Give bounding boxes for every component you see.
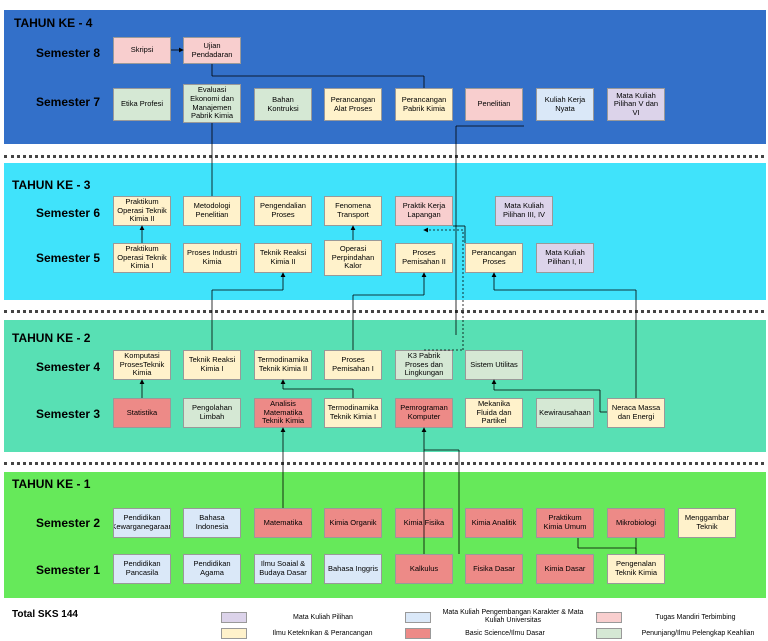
course-box: Pengendalian Proses	[254, 196, 312, 226]
course-box: Statistika	[113, 398, 171, 428]
legend-label: Penunjang/Ilmu Pelengkap Keahlian	[641, 630, 755, 637]
year3-title: TAHUN KE - 3	[12, 178, 91, 192]
course-box: Proses Pemisahan II	[395, 243, 453, 273]
course-box: Ilmu Soaial & Budaya Dasar	[254, 554, 312, 584]
legend-label: Ilmu Keteknikan & Perancangan	[272, 630, 373, 637]
course-box: Termodinamika Teknik Kimia I	[324, 398, 382, 428]
course-box: Praktik Kerja Lapangan	[395, 196, 453, 226]
course-box: Kimia Analitik	[465, 508, 523, 538]
course-box: Bahasa Indonesia	[183, 508, 241, 538]
semester1-label: Semester 1	[36, 563, 101, 577]
course-box: Teknik Reaksi Kimia I	[183, 350, 241, 380]
course-box: Termodinamika Teknik Kimia II	[254, 350, 312, 380]
course-box: Fenomena Transport	[324, 196, 382, 226]
year4-title: TAHUN KE - 4	[14, 16, 93, 30]
course-box: Kewirausahaan	[536, 398, 594, 428]
course-box: Mata Kuliah Pilihan III, IV	[495, 196, 553, 226]
semester4-label: Semester 4	[36, 360, 101, 374]
year2-band	[4, 320, 766, 452]
legend-swatch	[405, 612, 431, 623]
course-box: Mikrobiologi	[607, 508, 665, 538]
course-box: Kuliah Kerja Nyata	[536, 88, 594, 121]
legend-label: Tugas Mandiri Terbimbing	[655, 614, 736, 621]
course-box: Matematika	[254, 508, 312, 538]
course-box: Proses Pemisahan I	[324, 350, 382, 380]
course-box: Perancangan Pabrik Kimia	[395, 88, 453, 121]
semester2-label: Semester 2	[36, 516, 101, 530]
course-box: Ujian Pendadaran	[183, 37, 241, 64]
semester5-label: Semester 5	[36, 251, 101, 265]
course-box: Mekanika Fluida dan Partikel	[465, 398, 523, 428]
course-box: Skripsi	[113, 37, 171, 64]
total-sks: Total SKS 144	[12, 609, 78, 620]
legend-swatch	[596, 612, 622, 623]
semester6-label: Semester 6	[36, 206, 101, 220]
course-box: Kimia Fisika	[395, 508, 453, 538]
course-box: Analisis Matematika Teknik Kimia	[254, 398, 312, 428]
divider	[4, 310, 764, 313]
course-box: Pendidikan Pancasila	[113, 554, 171, 584]
course-box: Mata Kuliah Pilihan V dan VI	[607, 88, 665, 121]
divider	[4, 155, 764, 158]
semester7-label: Semester 7	[36, 95, 101, 109]
course-box: Perancangan Alat Proses	[324, 88, 382, 121]
course-box: Pengenalan Teknik Kimia	[607, 554, 665, 584]
legend-swatch	[596, 628, 622, 639]
legend-label: Mata Kuliah Pilihan	[293, 614, 353, 621]
course-box: Neraca Massa dan Energi	[607, 398, 665, 428]
course-box: Kimia Organik	[324, 508, 382, 538]
course-box: Pendidikan Kewarganegaraan	[113, 508, 171, 538]
course-box: Menggambar Teknik	[678, 508, 736, 538]
year1-title: TAHUN KE - 1	[12, 477, 91, 491]
legend-swatch	[221, 628, 247, 639]
legend-label: Mata Kuliah Pengembangan Karakter & Mata…	[442, 609, 584, 624]
course-box: Mata Kuliah Pilihan I, II	[536, 243, 594, 273]
course-box: Pengolahan Limbah	[183, 398, 241, 428]
course-box: Fisika Dasar	[465, 554, 523, 584]
course-box: Komputasi ProsesTeknik Kimia	[113, 350, 171, 380]
course-box: Praktikum Operasi Teknik Kimia I	[113, 243, 171, 273]
course-box: Praktikum Operasi Teknik Kimia II	[113, 196, 171, 226]
year2-title: TAHUN KE - 2	[12, 331, 91, 345]
course-box: Kalkulus	[395, 554, 453, 584]
course-box: Evaluasi Ekonomi dan Manajemen Pabrik Ki…	[183, 84, 241, 123]
course-box: Pemrograman Komputer	[395, 398, 453, 428]
course-box: Perancangan Proses	[465, 243, 523, 273]
year3-band	[4, 163, 766, 300]
legend-label: Basic Science/Ilmu Dasar	[465, 630, 545, 637]
semester3-label: Semester 3	[36, 407, 101, 421]
course-box: Teknik Reaksi Kimia II	[254, 243, 312, 273]
divider	[4, 462, 764, 465]
course-box: Bahan Kontruksi	[254, 88, 312, 121]
course-box: Kimia Dasar	[536, 554, 594, 584]
course-box: Pendidikan Agama	[183, 554, 241, 584]
course-box: Etika Profesi	[113, 88, 171, 121]
course-box: Praktikum Kimia Umum	[536, 508, 594, 538]
course-box: Bahasa Inggris	[324, 554, 382, 584]
course-box: Penelitian	[465, 88, 523, 121]
legend-swatch	[221, 612, 247, 623]
semester8-label: Semester 8	[36, 46, 101, 60]
course-box: K3 Pabrik Proses dan Lingkungan	[395, 350, 453, 380]
course-box: Sistem Utilitas	[465, 350, 523, 380]
course-box: Metodologi Penelitian	[183, 196, 241, 226]
course-box: Proses Industri Kimia	[183, 243, 241, 273]
legend-swatch	[405, 628, 431, 639]
year4-band	[4, 10, 766, 144]
course-box: Operasi Perpindahan Kalor	[324, 240, 382, 276]
